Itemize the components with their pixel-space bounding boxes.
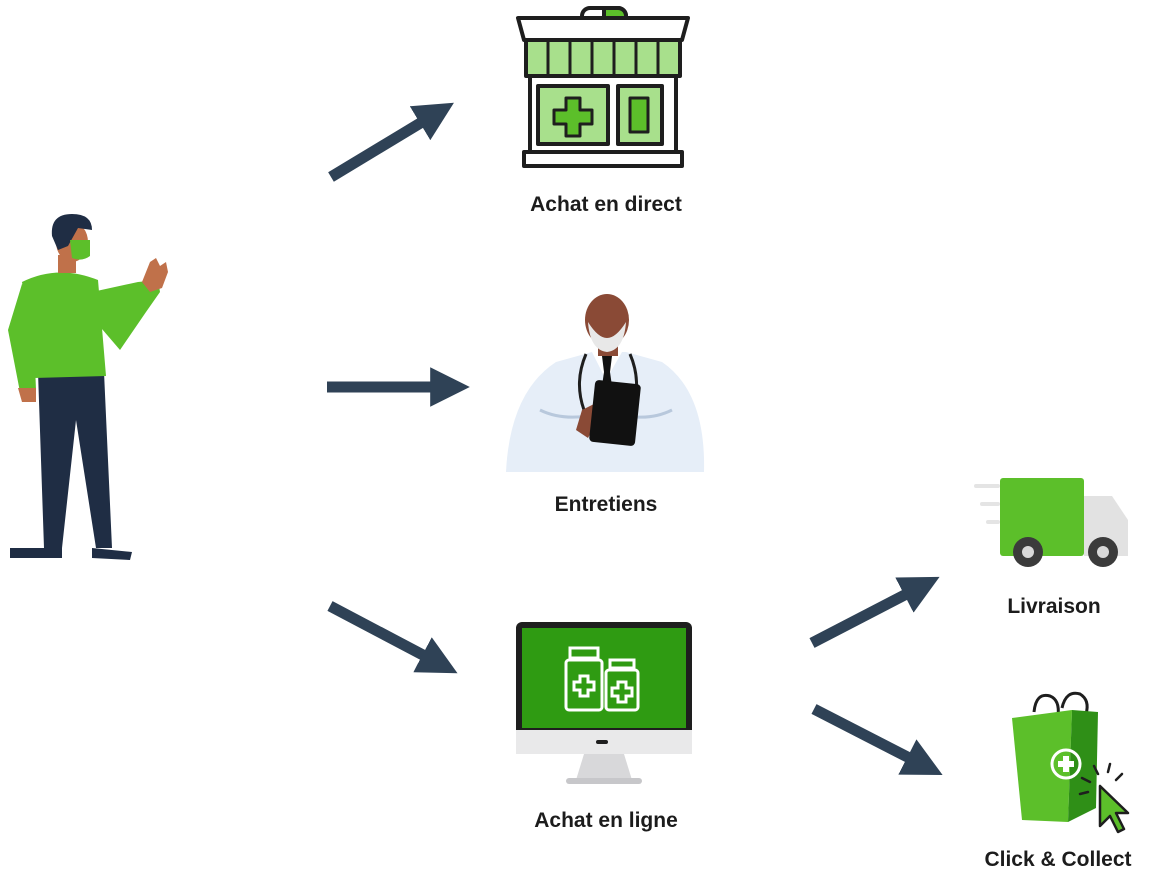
- cursor-click-icon: [1078, 762, 1130, 834]
- delivery-truck-icon: [974, 478, 1128, 567]
- customer-person-icon: [8, 214, 168, 560]
- pharmacy-store-icon: [516, 6, 690, 168]
- node-label-consult: Entretiens: [554, 493, 658, 516]
- node-label-online: Achat en ligne: [534, 809, 678, 832]
- shopping-bag-icon: [1012, 691, 1098, 822]
- arrow-to-click-collect: [811, 704, 943, 776]
- arrow-to-store: [328, 102, 454, 182]
- doctor-icon: [506, 294, 705, 472]
- node-label-store: Achat en direct: [530, 193, 682, 216]
- computer-monitor-icon: [516, 622, 692, 784]
- arrow-to-delivery: [809, 576, 940, 648]
- arrow-to-online: [327, 601, 458, 674]
- node-label-delivery: Livraison: [1007, 595, 1101, 618]
- node-label-click-collect: Click & Collect: [984, 848, 1132, 871]
